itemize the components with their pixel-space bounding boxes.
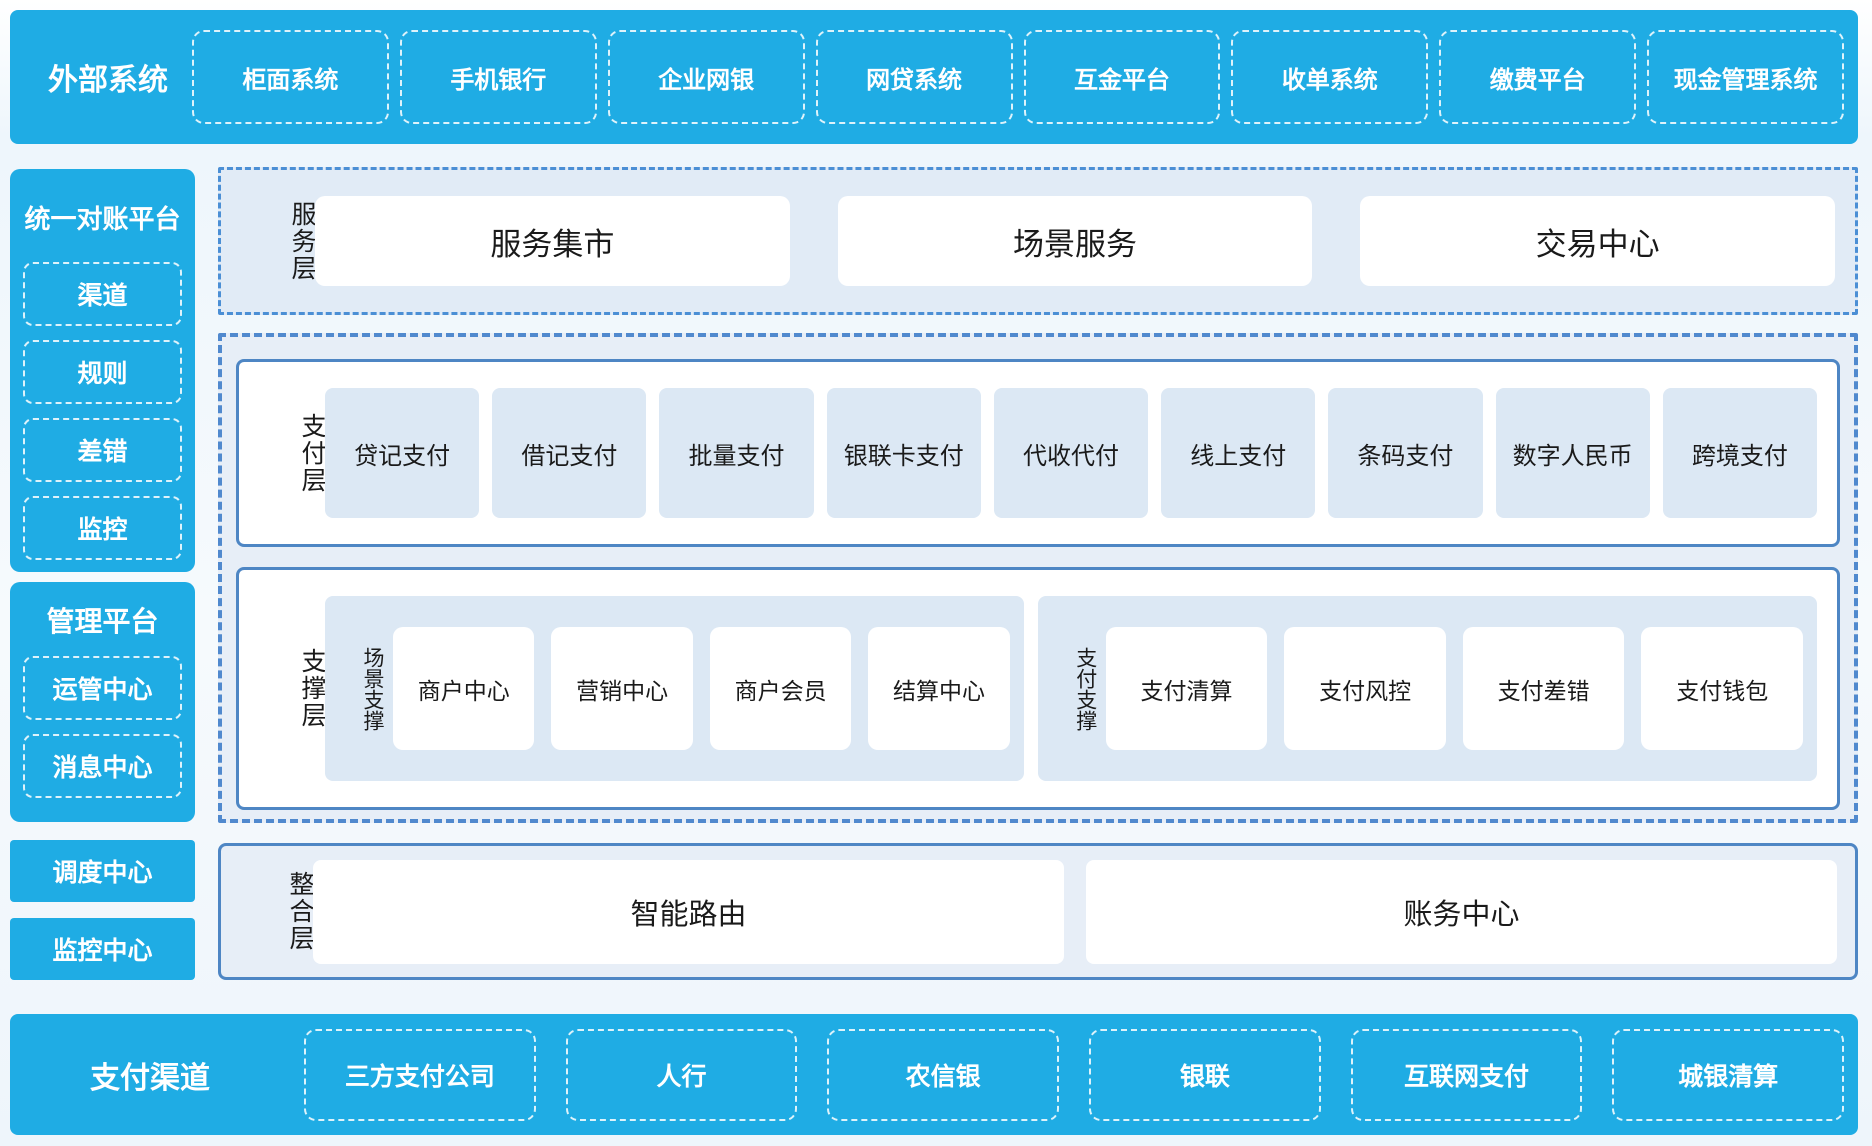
scene-support-group: 场景支撑 商户中心营销中心商户会员结算中心: [325, 596, 1024, 781]
payment-item: 批量支付: [659, 388, 814, 518]
service-layer: 服务层 服务集市场景服务交易中心: [218, 167, 1858, 315]
scene-support-item: 营销中心: [551, 627, 693, 750]
scene-support-item: 商户中心: [393, 627, 535, 750]
payment-item: 线上支付: [1161, 388, 1316, 518]
reconciliation-item: 规则: [23, 340, 182, 404]
external-system-item: 柜面系统: [192, 30, 389, 124]
external-systems-title: 外部系统: [48, 64, 168, 97]
payment-layer-items: 贷记支付借记支付批量支付银联卡支付代收代付线上支付条码支付数字人民币跨境支付: [325, 388, 1817, 518]
payment-item: 数字人民币: [1495, 388, 1650, 518]
integration-item: 智能路由: [313, 859, 1064, 964]
payment-channel-item: 农信银: [827, 1028, 1060, 1121]
management-item: 运管中心: [23, 656, 182, 720]
payment-channel-item: 城银清算: [1612, 1028, 1845, 1121]
service-layer-label: 服务层: [288, 200, 316, 282]
scene-support-items: 商户中心营销中心商户会员结算中心: [393, 627, 1010, 750]
external-system-item: 收单系统: [1231, 30, 1429, 124]
service-layer-items: 服务集市场景服务交易中心: [315, 196, 1836, 286]
payment-item: 借记支付: [492, 388, 647, 518]
integration-layer-label: 整合层: [286, 871, 314, 952]
external-system-item: 现金管理系统: [1647, 30, 1844, 124]
external-systems-items: 柜面系统手机银行企业网银网贷系统互金平台收单系统缴费平台现金管理系统: [192, 30, 1844, 124]
support-layer-groups: 场景支撑 商户中心营销中心商户会员结算中心 支付支撑 支付清算支付风控支付差错支…: [325, 596, 1817, 781]
payment-channels-items: 三方支付公司人行农信银银联互联网支付城银清算: [304, 1028, 1845, 1121]
management-platform-panel: 管理平台 运管中心消息中心: [10, 582, 195, 822]
external-system-item: 缴费平台: [1439, 30, 1637, 124]
external-system-item: 网贷系统: [815, 30, 1013, 124]
payment-item: 代收代付: [993, 388, 1149, 518]
payment-support-item: 支付钱包: [1641, 627, 1803, 750]
payment-support-item: 支付差错: [1462, 627, 1625, 750]
integration-layer-items: 智能路由账务中心: [313, 859, 1837, 964]
payment-support-label: 支付支撑: [1073, 646, 1097, 731]
payment-item: 跨境支付: [1662, 388, 1817, 518]
payment-support-group: 支付支撑 支付清算支付风控支付差错支付钱包: [1037, 596, 1817, 781]
service-item: 场景服务: [837, 196, 1313, 286]
payment-item: 贷记支付: [325, 388, 480, 518]
scene-support-item: 商户会员: [709, 627, 852, 750]
dispatch-center-box: 调度中心: [10, 840, 195, 902]
payment-support-wrapper: 支付层 贷记支付借记支付批量支付银联卡支付代收代付线上支付条码支付数字人民币跨境…: [218, 333, 1858, 823]
management-item: 消息中心: [23, 734, 182, 798]
scene-support-label: 场景支撑: [361, 646, 384, 731]
payment-channels-title: 支付渠道: [90, 1061, 210, 1095]
reconciliation-platform-panel: 统一对账平台 渠道规则差错监控: [10, 169, 195, 572]
service-item: 服务集市: [315, 196, 790, 286]
reconciliation-item: 渠道: [23, 262, 182, 326]
reconciliation-item: 差错: [23, 418, 182, 482]
payment-support-items: 支付清算支付风控支付差错支付钱包: [1105, 627, 1803, 750]
payment-channel-item: 银联: [1089, 1028, 1321, 1121]
monitor-center-box: 监控中心: [10, 918, 195, 980]
payment-support-item: 支付清算: [1105, 627, 1268, 750]
external-system-item: 互金平台: [1023, 30, 1221, 124]
service-item: 交易中心: [1360, 196, 1836, 286]
payment-item: 条码支付: [1328, 388, 1483, 518]
payment-channel-item: 人行: [565, 1028, 798, 1121]
reconciliation-item: 监控: [23, 496, 182, 560]
payment-channel-item: 三方支付公司: [304, 1028, 536, 1121]
scene-support-item: 结算中心: [868, 627, 1010, 750]
external-systems-bar: 外部系统 柜面系统手机银行企业网银网贷系统互金平台收单系统缴费平台现金管理系统: [10, 10, 1858, 144]
support-layer: 支撑层 场景支撑 商户中心营销中心商户会员结算中心 支付支撑 支付清算支付风控支…: [236, 567, 1840, 810]
payment-channels-bar: 支付渠道 三方支付公司人行农信银银联互联网支付城银清算: [10, 1014, 1858, 1135]
external-system-item: 手机银行: [399, 30, 597, 124]
payment-item: 银联卡支付: [826, 388, 981, 518]
payment-layer-label: 支付层: [298, 412, 326, 494]
support-layer-label: 支撑层: [298, 648, 326, 729]
payment-support-item: 支付风控: [1284, 627, 1446, 750]
integration-layer: 整合层 智能路由账务中心: [218, 843, 1858, 980]
reconciliation-platform-items: 渠道规则差错监控: [23, 262, 182, 560]
management-platform-title: 管理平台: [46, 606, 159, 637]
payment-channel-item: 互联网支付: [1350, 1028, 1583, 1121]
integration-item: 账务中心: [1086, 859, 1837, 964]
external-system-item: 企业网银: [607, 30, 805, 124]
reconciliation-platform-title: 统一对账平台: [24, 204, 181, 234]
payment-layer: 支付层 贷记支付借记支付批量支付银联卡支付代收代付线上支付条码支付数字人民币跨境…: [236, 359, 1840, 547]
management-platform-items: 运管中心消息中心: [23, 656, 182, 798]
